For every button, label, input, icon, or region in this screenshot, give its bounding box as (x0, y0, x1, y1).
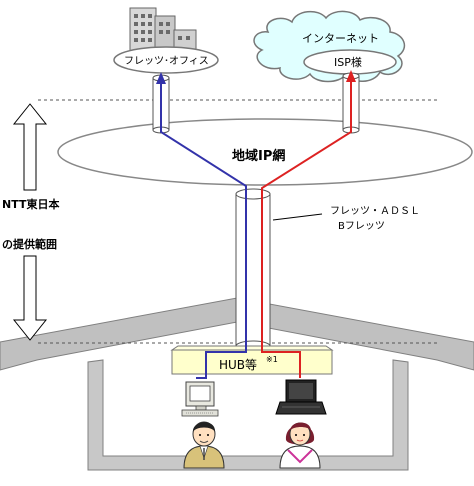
internet-label: インターネット (302, 32, 379, 45)
hub-box (170, 345, 334, 375)
isp-arrowhead (346, 70, 356, 82)
service-label-line2: Bフレッツ (338, 221, 385, 232)
ntt-scope-label-line2: の提供範囲 (2, 237, 57, 251)
scope-arrow (12, 103, 48, 341)
isp-label: ISP様 (334, 55, 362, 69)
isp-connection-line (261, 76, 352, 378)
house-wall (87, 359, 409, 471)
office-ellipse (113, 46, 219, 74)
access-line-tube (235, 188, 271, 352)
hub-label: HUB等 (219, 358, 257, 372)
user-female-icon (279, 422, 321, 469)
laptop-computer-icon (275, 379, 327, 415)
service-label-line1: フレッツ・ＡＤＳＬ (330, 206, 420, 217)
office-label: フレッツ･オフィス (124, 55, 209, 67)
service-leader-line (272, 213, 323, 221)
desktop-computer-icon (181, 381, 219, 417)
hub-footnote-mark: ※1 (266, 355, 278, 364)
office-connection-line (160, 78, 247, 379)
office-arrowhead (156, 72, 166, 84)
user-male-icon (183, 421, 225, 469)
building-icon (129, 7, 197, 53)
ntt-scope-label-line1: NTT東日本 (2, 197, 59, 211)
regional-ip-network-label: 地域IP網 (232, 148, 285, 164)
